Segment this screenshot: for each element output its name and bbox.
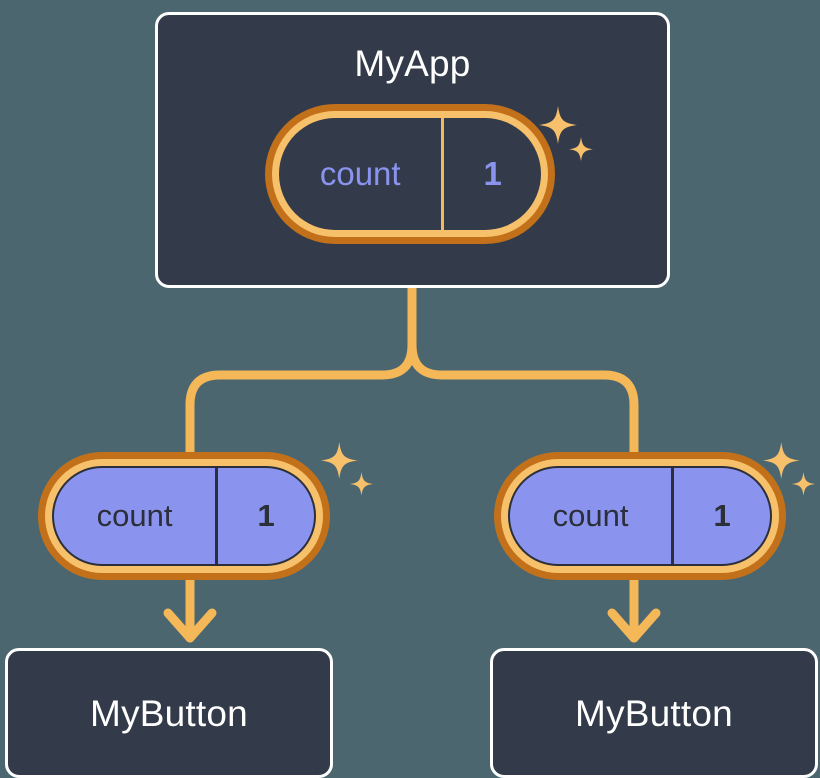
state-key-label: count [96, 498, 173, 533]
state-value-label: 1 [215, 468, 314, 564]
pill-inner-ring: count 1 [501, 459, 779, 573]
pill-body: count 1 [508, 466, 772, 566]
pill-body: count 1 [52, 466, 316, 566]
state-pill-child-right[interactable]: count 1 [494, 452, 786, 580]
pill-inner-ring: count 1 [272, 111, 548, 237]
state-key-label: count [319, 155, 401, 192]
state-key-label: count [552, 498, 629, 533]
component-card-mybutton-left[interactable]: MyButton [5, 648, 333, 778]
connector-root-split [185, 283, 417, 463]
card-title-mybutton-right: MyButton [575, 693, 733, 734]
connector-root-split-right [407, 283, 639, 463]
arrow-head-left-icon [163, 608, 217, 643]
arrow-head-right-icon [607, 608, 661, 643]
state-pill-myapp[interactable]: count 1 [265, 104, 555, 244]
state-value-label: 1 [441, 118, 541, 230]
component-card-mybutton-right[interactable]: MyButton [490, 648, 818, 778]
card-title-mybutton-left: MyButton [90, 693, 248, 734]
card-title-myapp: MyApp [354, 43, 471, 84]
state-value-label: 1 [671, 468, 770, 564]
pill-body: count 1 [279, 118, 541, 230]
pill-inner-ring: count 1 [45, 459, 323, 573]
state-pill-child-left[interactable]: count 1 [38, 452, 330, 580]
